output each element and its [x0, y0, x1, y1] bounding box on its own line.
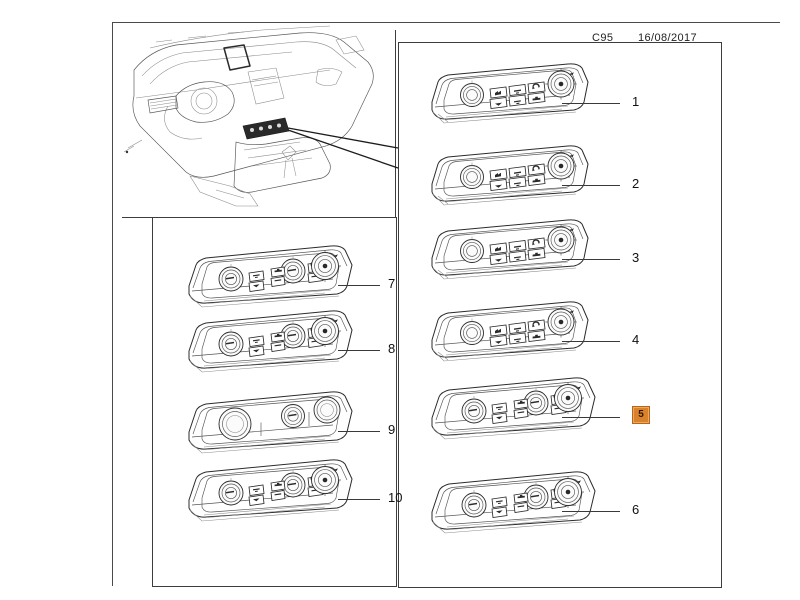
callout-number-9[interactable]: 9 [388, 422, 396, 437]
left-rule [112, 22, 113, 586]
callout-number-1[interactable]: 1 [632, 94, 640, 109]
callout-number-3[interactable]: 3 [632, 250, 640, 265]
callout-number-7[interactable]: 7 [388, 276, 396, 291]
callout-leader-line-7 [338, 285, 380, 286]
callout-number-2[interactable]: 2 [632, 176, 640, 191]
callout-number-8[interactable]: 8 [388, 341, 396, 356]
callout-leader-line-9 [338, 431, 380, 432]
callout-leader-line-2 [562, 185, 620, 186]
callout-leader-line-1 [562, 103, 620, 104]
document-code: C95 [592, 32, 614, 44]
left-variants-frame [152, 217, 397, 587]
callout-number-10[interactable]: 10 [388, 490, 403, 505]
dashboard-frame [122, 30, 396, 218]
header-meta: C95 16/08/2017 [560, 32, 780, 48]
callout-leader-line-10 [338, 499, 380, 500]
callout-number-6[interactable]: 6 [632, 502, 640, 517]
callout-leader-line-5 [562, 417, 620, 418]
callout-number-highlighted-5[interactable]: 5 [632, 406, 650, 424]
callout-number-4[interactable]: 4 [632, 332, 640, 347]
callout-leader-line-4 [562, 341, 620, 342]
callout-leader-line-6 [562, 511, 620, 512]
document-date: 16/08/2017 [638, 32, 698, 44]
top-rule [112, 22, 780, 23]
callout-leader-line-3 [562, 259, 620, 260]
dashboard-leader-lines [287, 127, 399, 169]
right-variants-frame [398, 42, 722, 588]
callout-leader-line-8 [338, 350, 380, 351]
dashboard-line-drawing [123, 25, 374, 207]
